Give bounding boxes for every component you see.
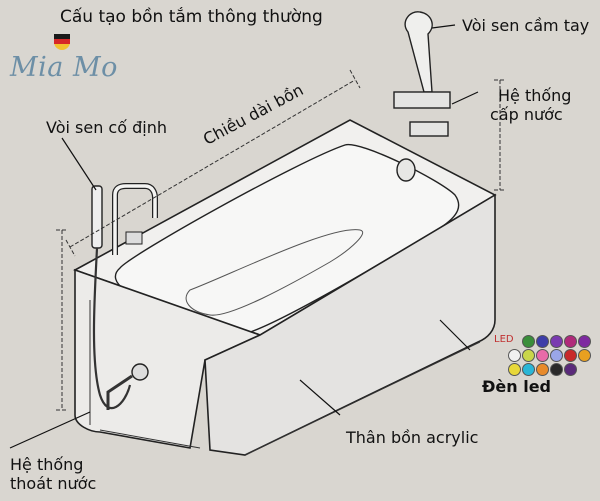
led-color-dot bbox=[578, 349, 591, 362]
dimension-lines bbox=[56, 69, 506, 411]
drain-pipe bbox=[106, 374, 133, 410]
overflow-drain bbox=[396, 158, 416, 182]
label-handheld-shower: Vòi sen cầm tay bbox=[462, 16, 590, 35]
fixed-shower-head bbox=[91, 185, 103, 249]
led-color-dot bbox=[522, 363, 535, 376]
label-drain-line1: Hệ thống bbox=[10, 455, 84, 474]
water-supply-valve bbox=[409, 121, 449, 137]
label-drain-line2: thoát nước bbox=[10, 474, 97, 493]
led-color-dot bbox=[564, 363, 577, 376]
diagram-title: Cấu tạo bồn tắm thông thường bbox=[60, 7, 323, 27]
label-fixed-shower: Vòi sen cố định bbox=[46, 118, 167, 137]
brand-logo-flag bbox=[54, 34, 70, 50]
shower-hose bbox=[92, 247, 132, 410]
faucet-handle bbox=[125, 231, 143, 245]
tub-basin-floor bbox=[185, 229, 363, 316]
tub-front-panel bbox=[204, 193, 496, 456]
label-water-supply-line2: cấp nước bbox=[490, 105, 563, 124]
tub-base-lines bbox=[89, 300, 481, 456]
led-color-dot bbox=[508, 363, 521, 376]
led-color-dot bbox=[536, 335, 549, 348]
label-water-supply-line1: Hệ thống bbox=[498, 86, 572, 105]
drain-valve bbox=[131, 363, 149, 381]
led-color-dot bbox=[508, 349, 521, 362]
brand-logo: Mia Mo bbox=[10, 52, 118, 83]
led-color-dot bbox=[564, 335, 577, 348]
leader-lines bbox=[9, 24, 479, 449]
handheld-shower bbox=[404, 11, 433, 93]
label-acrylic-body: Thân bồn acrylic bbox=[346, 428, 479, 447]
handheld-base bbox=[393, 91, 451, 109]
led-palette-tag: LED bbox=[494, 334, 514, 345]
led-color-dot bbox=[536, 349, 549, 362]
led-color-dot bbox=[578, 335, 591, 348]
led-color-dot bbox=[550, 335, 563, 348]
led-color-dot bbox=[550, 363, 563, 376]
led-color-dot bbox=[522, 349, 535, 362]
led-color-dot bbox=[522, 335, 535, 348]
label-led-lights: Đèn led bbox=[482, 377, 552, 396]
led-color-dot bbox=[550, 349, 563, 362]
led-color-dot bbox=[536, 363, 549, 376]
led-color-dot bbox=[564, 349, 577, 362]
